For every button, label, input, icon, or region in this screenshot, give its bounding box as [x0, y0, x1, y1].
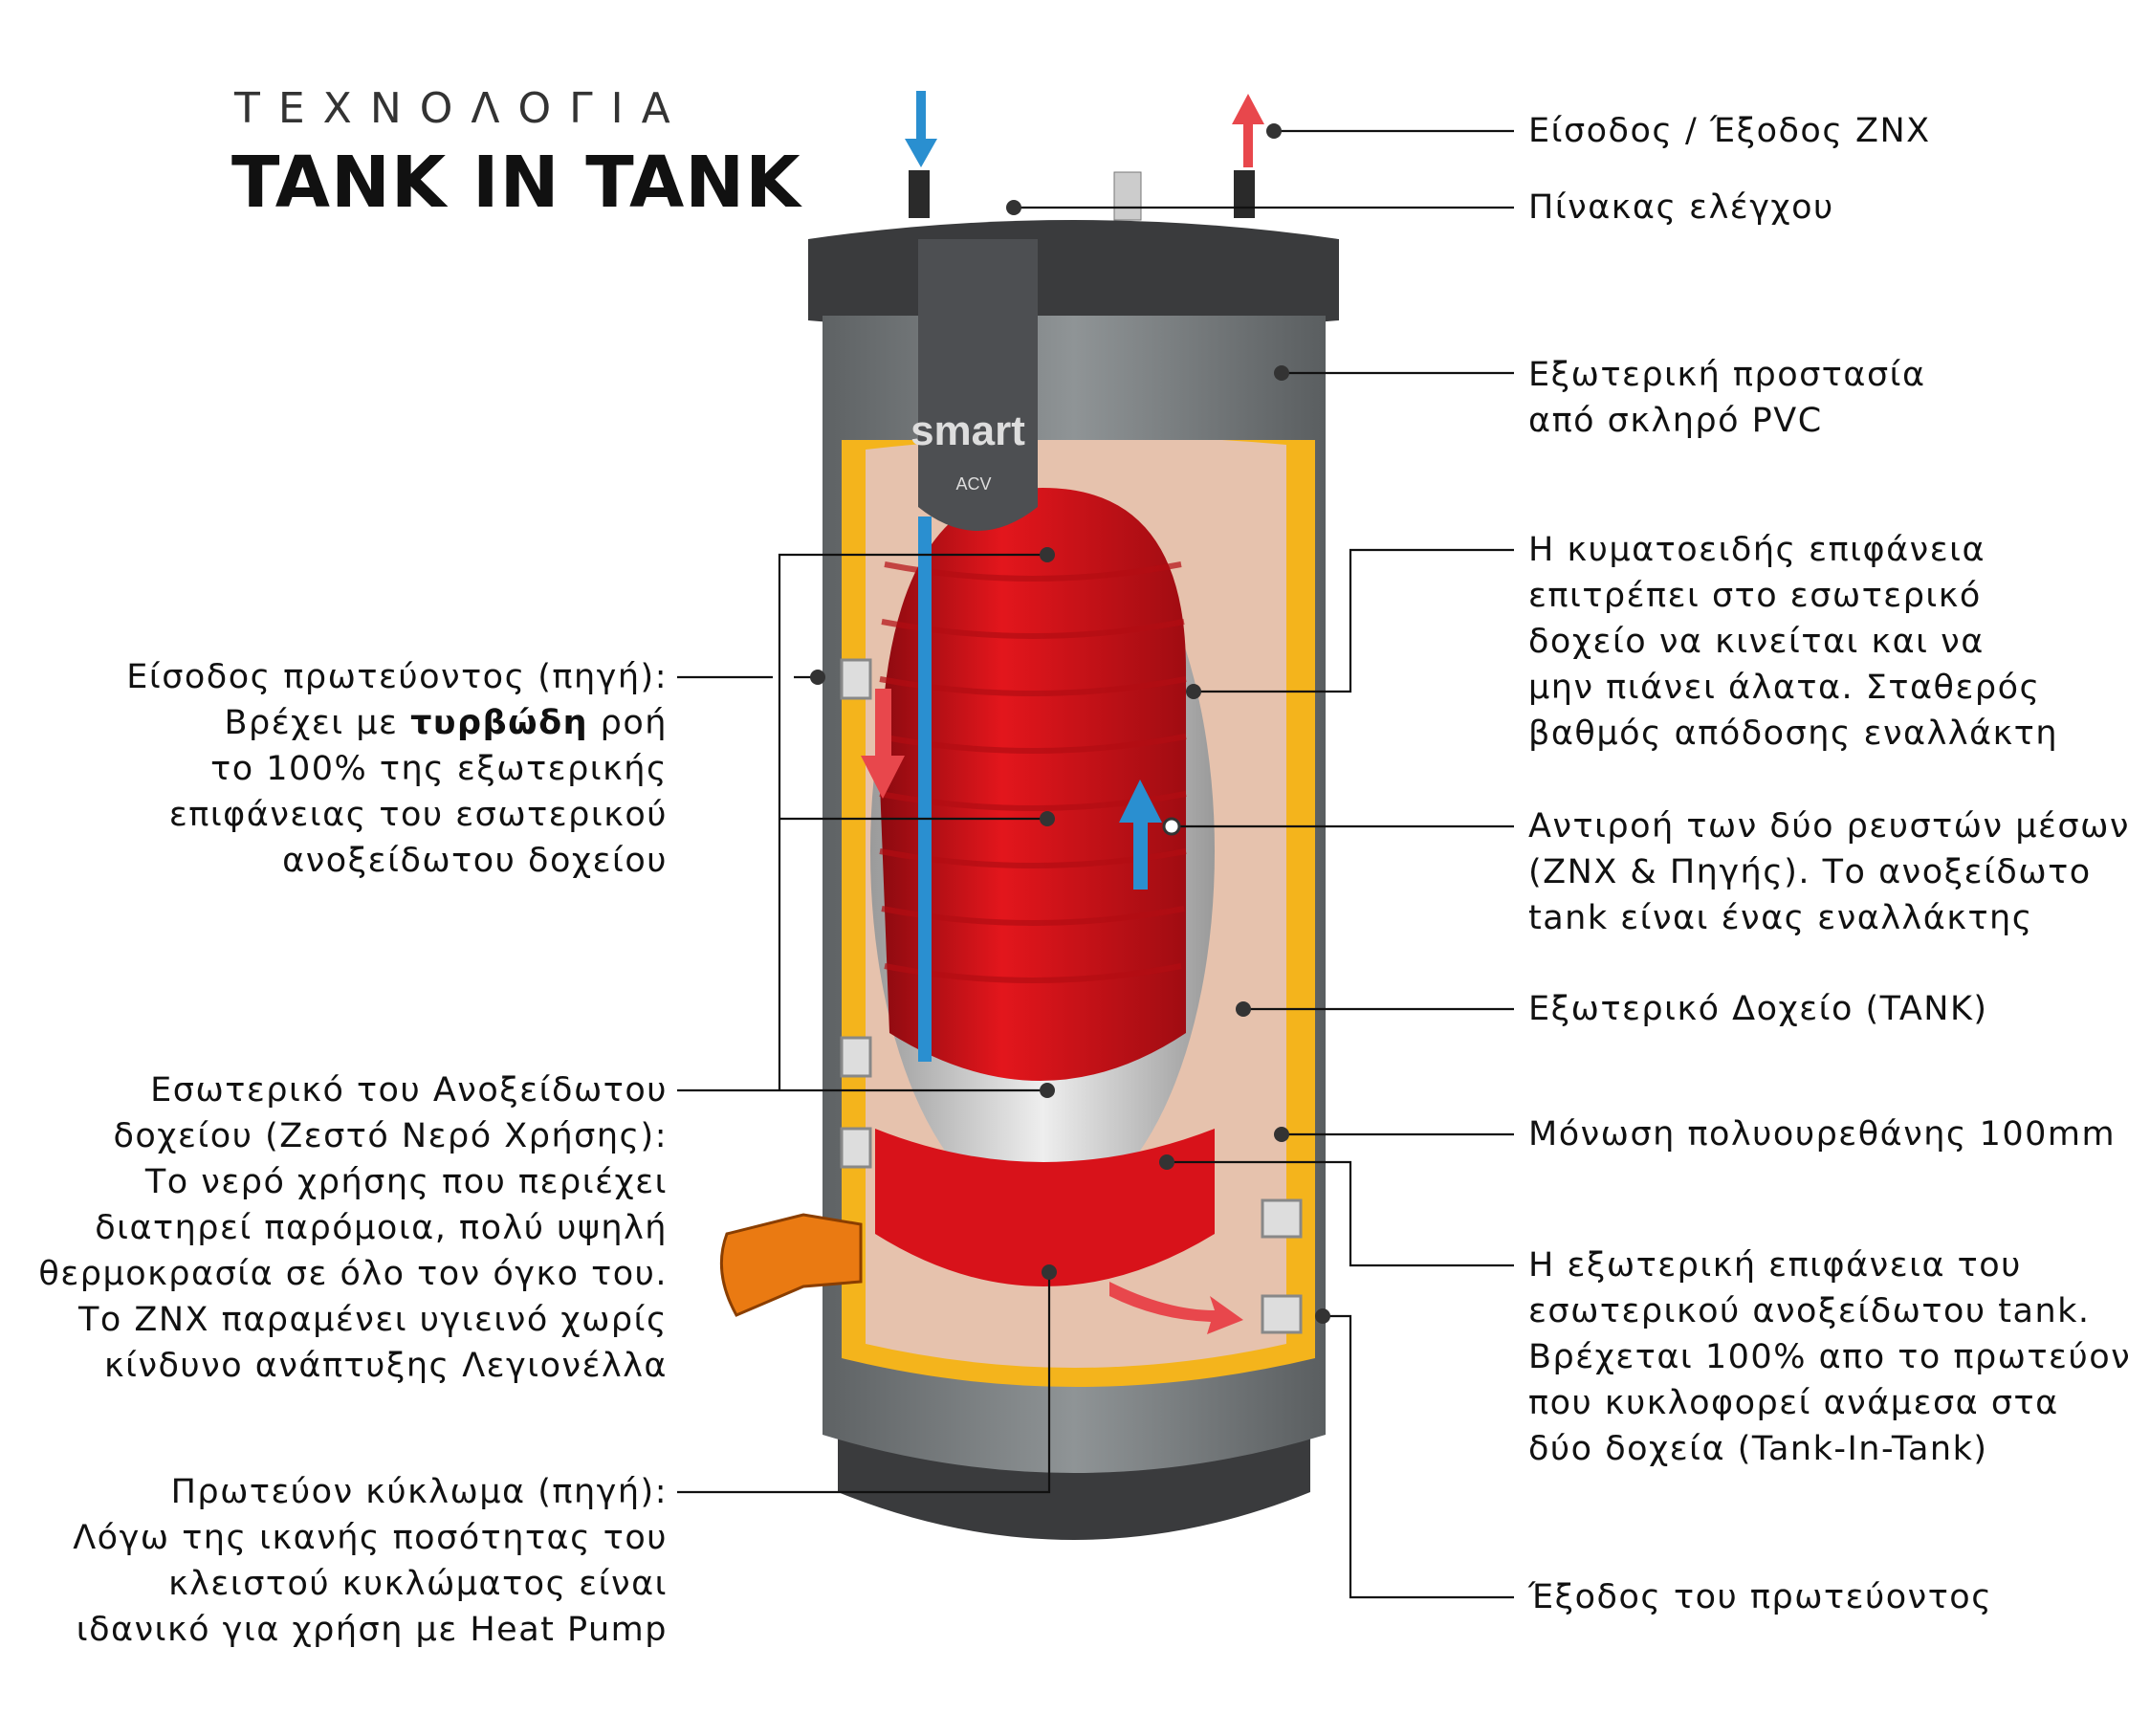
label-inner-tank-dhw: Εσωτερικό του Ανοξείδωτου δοχείου (Ζεστό… [38, 1067, 668, 1389]
hot-outlet-arrow-icon [1232, 94, 1264, 167]
outlet-flow-arrow-icon [1109, 1282, 1243, 1334]
label-line: Πρωτεύον κύκλωμα (πηγή): [170, 1473, 668, 1511]
label-line: Εσωτερικό του Ανοξείδωτου [150, 1071, 668, 1110]
label-line: Είσοδος / Έξοδος ΖΝΧ [1528, 112, 1931, 150]
label-control-panel: Πίνακας ελέγχου [1528, 185, 1834, 231]
flow-down-arrow-icon [861, 689, 905, 799]
label-line: Πίνακας ελέγχου [1528, 188, 1834, 227]
label-line: βαθμός απόδοσης εναλλάκτη [1528, 714, 2059, 753]
label-bold: τυρβώδη [410, 704, 589, 742]
label-line: Η κυματοειδής επιφάνεια [1528, 531, 1986, 569]
label-primary-circuit: Πρωτεύον κύκλωμα (πηγή): Λόγω της ικανής… [73, 1469, 668, 1653]
primary-circuit-red [875, 1129, 1215, 1286]
electric-heater [719, 1213, 863, 1317]
inlet-pipe [909, 170, 930, 218]
label-line: διατηρεί παρόμοια, πολύ υψηλή [95, 1209, 668, 1247]
label-line: Λόγω της ικανής ποσότητας του [73, 1519, 668, 1557]
flow-up-arrow-icon [1119, 780, 1162, 890]
label-line: επιφάνειας του εσωτερικού [168, 796, 668, 834]
cold-inlet-arrow-icon [905, 91, 937, 167]
label-line: θερμοκρασία σε όλο τον όγκο του. [38, 1255, 668, 1293]
label-line: tank είναι ένας εναλλάκτης [1528, 899, 2033, 937]
outlet-pipe [1234, 170, 1255, 218]
label-line: ροή [588, 704, 668, 742]
label-line: Το ΖΝΧ παραμένει υγιεινό χωρίς [77, 1301, 668, 1339]
label-line: εσωτερικού ανοξείδωτου tank. [1528, 1292, 2091, 1330]
inner-tank-hot-water [880, 488, 1186, 1081]
cold-water-tube [918, 516, 932, 1062]
label-primary-outlet: Έξοδος του πρωτεύοντος [1528, 1574, 1992, 1620]
label-corrugated-surface: Η κυματοειδής επιφάνεια επιτρέπει στο εσ… [1528, 527, 2058, 757]
label-line: κίνδυνο ανάπτυξης Λεγιονέλλα [103, 1347, 668, 1385]
top-band [823, 316, 1326, 440]
label-line: μην πιάνει άλατα. Σταθερός [1528, 669, 2041, 707]
label-line: ανοξείδωτου δοχείου [282, 842, 668, 880]
label-line: δύο δοχεία (Tank-In-Tank) [1528, 1430, 1988, 1468]
label-line: επιτρέπει στο εσωτερικό [1528, 577, 1982, 615]
page-title: TANK IN TANK [231, 142, 801, 224]
leader-dots [810, 123, 1330, 1324]
label-line: (ΖΝΧ & Πηγής). Το ανοξείδωτο [1528, 853, 2092, 891]
acv-logo: ACV [955, 474, 991, 494]
label-line: από σκληρό PVC [1528, 402, 1823, 440]
label-inner-tank-outer-surface: Η εξωτερική επιφάνεια του εσωτερικού ανο… [1528, 1242, 2131, 1472]
label-line: το 100% της εξωτερικής [210, 750, 668, 788]
label-line: κλειστού κυκλώματος είναι [168, 1565, 668, 1603]
label-line: Αντιροή των δύο ρευστών μέσων [1528, 807, 2130, 846]
label-line: Μόνωση πολυουρεθάνης 100mm [1528, 1115, 2117, 1154]
label-line: Εξωτερική προστασία [1528, 356, 1926, 394]
label-pvc-protection: Εξωτερική προστασία από σκληρό PVC [1528, 352, 1926, 444]
label-insulation: Μόνωση πολυουρεθάνης 100mm [1528, 1111, 2116, 1157]
label-primary-inlet: Είσοδος πρωτεύοντος (πηγή): Βρέχει με τυ… [126, 654, 668, 884]
label-line: Βρέχει με [224, 704, 411, 742]
leader-lines [677, 129, 1514, 1599]
label-line: Βρέχεται 100% απο το πρωτεύον [1528, 1338, 2132, 1376]
top-cap [808, 220, 1339, 333]
label-line: Το νερό χρήσης που περιέχει [144, 1163, 668, 1201]
label-line: Έξοδος του πρωτεύοντος [1528, 1578, 1993, 1616]
label-dhw-inlet-outlet: Είσοδος / Έξοδος ΖΝΧ [1528, 108, 1931, 154]
label-line: δοχείο να κινείται και να [1528, 623, 1985, 661]
smart-logo: smart [910, 407, 1025, 454]
label-line: δοχείου (Ζεστό Νερό Χρήσης): [113, 1117, 668, 1155]
label-outer-tank: Εξωτερικό Δοχείο (TANK) [1528, 986, 1988, 1032]
label-line: που κυκλοφορεί ανάμεσα στα [1528, 1384, 2059, 1422]
control-panel [918, 239, 1038, 531]
label-line: Είσοδος πρωτεύοντος (πηγή): [126, 658, 668, 696]
primary-outlet-connection [1261, 1294, 1303, 1334]
label-line: Εξωτερικό Δοχείο (TANK) [1528, 990, 1988, 1028]
primary-inlet-connection [840, 658, 872, 700]
supertitle: ΤΕΧΝΟΛΟΓΙΑ [234, 84, 689, 133]
label-line: Η εξωτερική επιφάνεια του [1528, 1246, 2022, 1285]
label-line: ιδανικό για χρήση με Heat Pump [76, 1611, 668, 1649]
label-counterflow: Αντιροή των δύο ρευστών μέσων (ΖΝΧ & Πηγ… [1528, 803, 2130, 941]
